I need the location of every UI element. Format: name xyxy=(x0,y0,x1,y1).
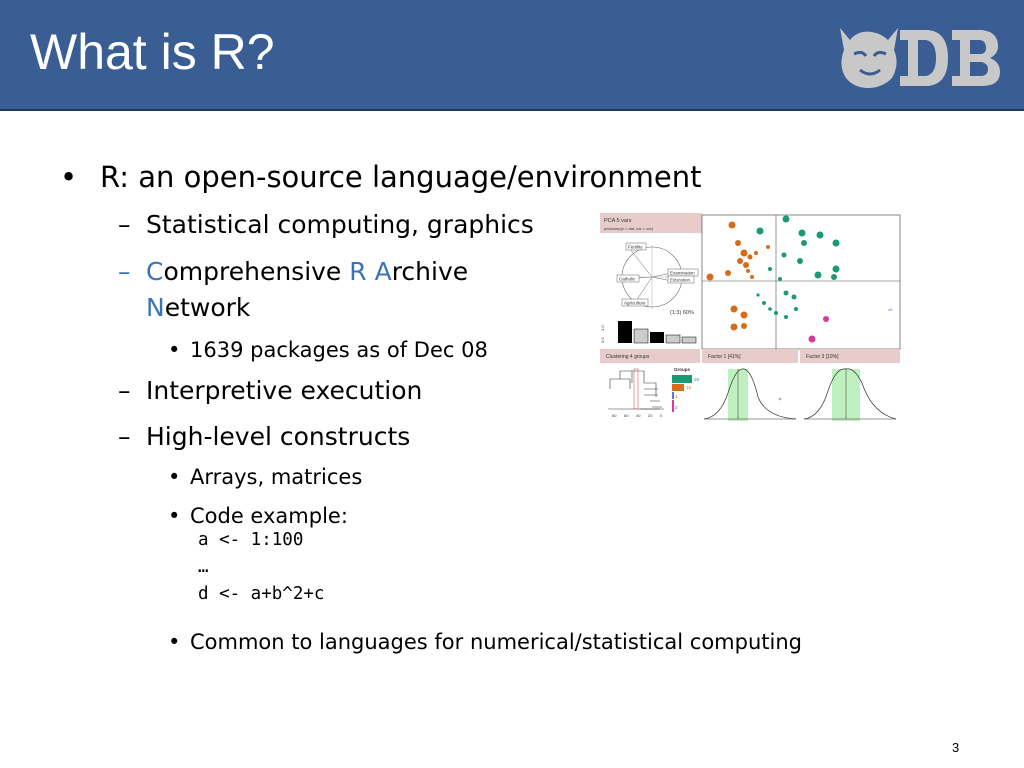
group-count: 2 xyxy=(675,405,678,410)
variance-label: (1:3) 60% xyxy=(670,310,694,316)
bullet-packages-count: 1639 packages as of Dec 08 xyxy=(190,338,488,362)
bullet-cran-line1: Comprehensive R Archive xyxy=(146,257,468,286)
cran-letter-c: C xyxy=(146,257,164,286)
var-label: Education xyxy=(670,278,691,283)
bullet-dash: – xyxy=(118,422,131,451)
dendro-tick: 0 xyxy=(660,413,663,418)
var-label: Fertility xyxy=(628,245,643,250)
bullet-dot-small: • xyxy=(168,630,181,654)
title-bar: What is R? xyxy=(0,0,1024,111)
bullet-interpretive-execution: Interpretive execution xyxy=(146,376,423,405)
code-line: … xyxy=(198,557,209,577)
bullet-dash: – xyxy=(118,210,131,239)
code-line: a <- 1:100 xyxy=(198,530,304,550)
dendro-tick: 80 xyxy=(612,413,617,418)
r-graphics-example-icon: PCA 5 vars princomp(x = dat, cor = cor) … xyxy=(600,213,901,421)
clustering-label: Clustering 4 groups xyxy=(606,354,650,360)
var-label: Examination xyxy=(670,271,695,276)
var-label: Catholic xyxy=(619,277,636,282)
cran-text-etwork: etwork xyxy=(164,293,251,322)
slide-title: What is R? xyxy=(30,24,275,80)
bullet-high-level-constructs: High-level constructs xyxy=(146,422,411,451)
duke-db-logo-icon xyxy=(840,28,1000,88)
bullet-statistical-computing: Statistical computing, graphics xyxy=(146,210,534,239)
groups-label: Groups xyxy=(674,367,690,372)
cran-letter-r: R xyxy=(349,257,367,286)
bullet-common-languages: Common to languages for numerical/statis… xyxy=(190,630,802,654)
bullet-dash: – xyxy=(118,257,131,286)
group-count: 1 xyxy=(675,394,678,399)
pca-call: princomp(x = dat, cor = cor) xyxy=(604,226,654,231)
bullet-code-example: Code example: xyxy=(190,504,348,528)
var-label: Agriculture xyxy=(624,301,646,306)
cran-space xyxy=(367,257,375,286)
cran-letter-a: A xyxy=(374,257,392,286)
bullet-dot: • xyxy=(60,160,78,194)
bullet-open-source: R: an open-source language/environment xyxy=(100,160,702,194)
group-count: 16 xyxy=(686,385,692,390)
code-line: d <- a+b^2+c xyxy=(198,584,325,604)
bullet-dash: – xyxy=(118,376,131,405)
dendro-tick: 20 xyxy=(648,413,653,418)
factor3-label: Factor 3 [19%] xyxy=(806,354,839,360)
page-number: 3 xyxy=(952,740,960,755)
cran-letter-n: N xyxy=(146,293,165,322)
bullet-dot-small: • xyxy=(168,465,181,489)
bullet-dot-small: • xyxy=(168,338,181,362)
group-count: 28 xyxy=(694,377,700,382)
axis-tick: 0.0 xyxy=(600,337,605,343)
factor1-label: Factor 1 [41%] xyxy=(708,354,741,360)
axis-tick: 1.0 xyxy=(600,325,605,331)
cran-text-rchive: rchive xyxy=(391,257,469,286)
dendro-tick: 60 xyxy=(624,413,629,418)
bullet-arrays-matrices: Arrays, matrices xyxy=(190,465,363,489)
point-label: 45 xyxy=(888,307,893,312)
bullet-cran-line2: Network xyxy=(146,293,250,322)
bullet-dot-small: • xyxy=(168,504,181,528)
pca-title: PCA 5 vars xyxy=(604,218,632,224)
dendro-tick: 40 xyxy=(636,413,641,418)
cran-text-omprehensive: omprehensive xyxy=(163,257,350,286)
